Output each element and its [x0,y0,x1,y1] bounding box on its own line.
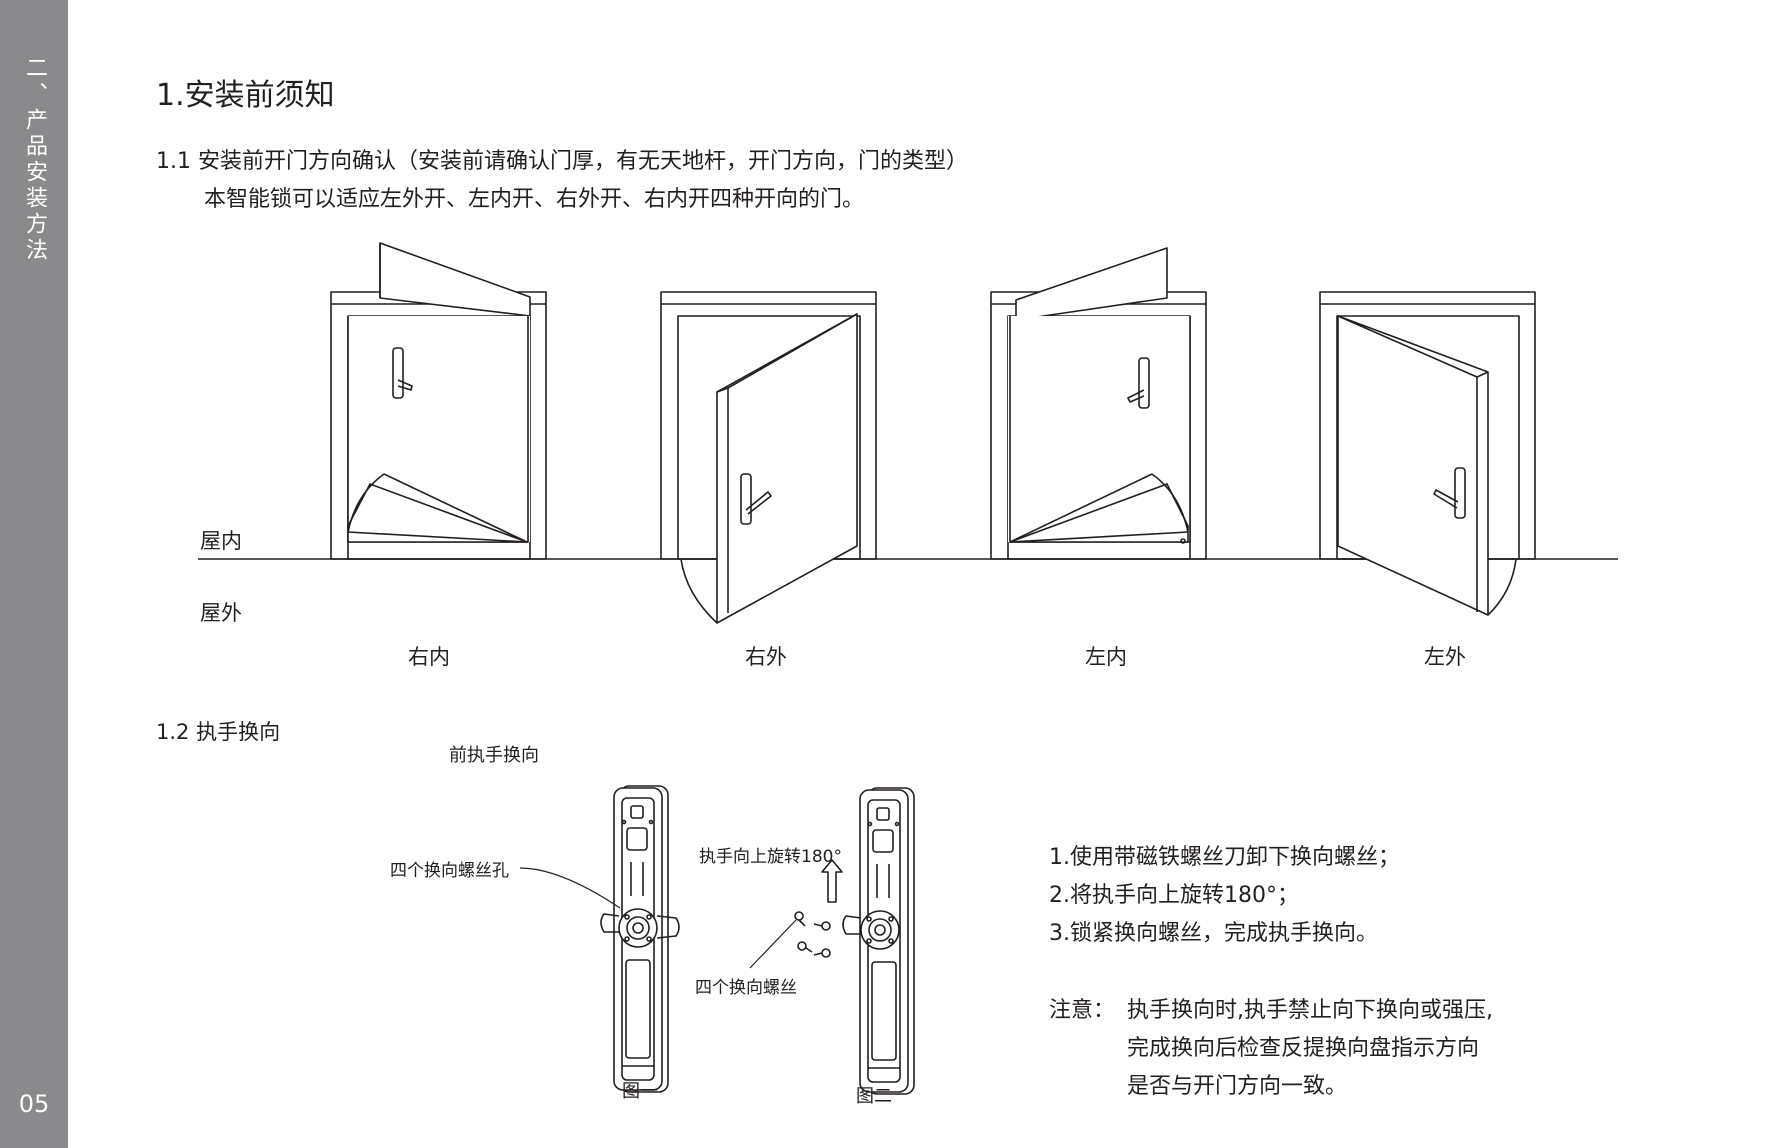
sidebar-section-title: 二、产品安装方法 [22,56,47,264]
note-label: 注意： [1049,998,1116,1023]
indoor-label: 屋内 [200,529,242,553]
front-handle-label: 前执手换向 [449,745,539,766]
sidebar: 二、产品安装方法 05 [0,0,68,1148]
door-label: 左内 [1085,645,1127,669]
figure-1-caption: 图一 [622,1081,658,1102]
door-label: 左外 [1424,645,1466,669]
page-title: 1.安装前须知 [156,78,335,113]
figure-2-caption: 图二 [856,1086,892,1107]
outdoor-label: 屋外 [200,601,242,625]
note-text: 执手换向时,执手禁止向下换向或强压, 完成换向后检查反提换向盘指示方向 是否与开… [1127,992,1493,1106]
door-diagram-right-inward [330,242,547,560]
lock-figure-1 [519,785,680,1093]
door-diagram-right-outward [660,291,877,624]
note-line: 是否与开门方向一致。 [1127,1074,1348,1099]
rotate-label: 执手向上旋转180° [699,847,842,867]
door-label: 右内 [408,645,450,669]
section-1-1-body: 本智能锁可以适应左外开、左内开、右外开、右内开四种开向的门。 [204,187,865,212]
step-item: 1.使用带磁铁螺丝刀卸下换向螺丝； [1049,845,1400,870]
note-line: 执手换向时,执手禁止向下换向或强压, [1127,998,1493,1023]
door-diagram-left-inward [990,247,1207,560]
door-diagram-left-outward [1319,291,1536,616]
lock-figure-2 [842,787,915,1095]
note-line: 完成换向后检查反提换向盘指示方向 [1127,1036,1480,1061]
screws-icon [749,911,831,969]
screws-label: 四个换向螺丝 [695,978,797,998]
step-item: 2.将执手向上旋转180°； [1049,883,1299,908]
screw-holes-label: 四个换向螺丝孔 [390,861,509,881]
steps-list: 1.使用带磁铁螺丝刀卸下换向螺丝； 2.将执手向上旋转180°； 3.锁紧换向螺… [1049,839,1400,953]
section-1-1-title: 1.1 安装前开门方向确认（安装前请确认门厚，有无天地杆，开门方向，门的类型） [156,149,968,174]
section-1-2-title: 1.2 执手换向 [156,720,281,744]
page-number: 05 [18,1090,50,1118]
step-item: 3.锁紧换向螺丝，完成执手换向。 [1049,921,1378,946]
arrow-up-icon [821,859,843,903]
door-label: 右外 [745,645,787,669]
